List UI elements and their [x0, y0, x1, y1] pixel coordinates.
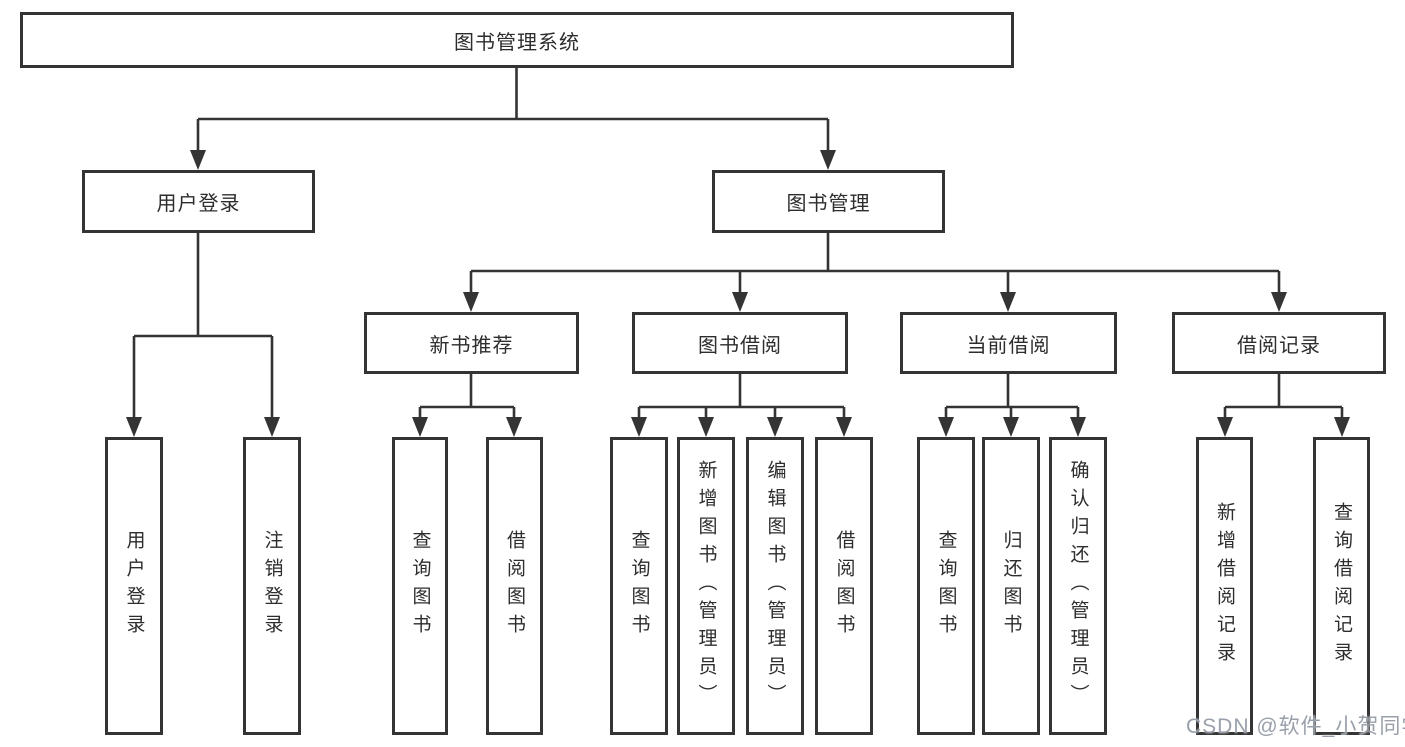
leaf-add-borrow-record: 新增借阅记录	[1196, 437, 1253, 735]
csdn-watermark: CSDN @软件_小贺同学	[1186, 715, 1405, 738]
node-label: 查询借阅记录	[1331, 502, 1352, 670]
leaf-return-books: 归还图书	[982, 437, 1040, 735]
leaf-query-borrow-record: 查询借阅记录	[1313, 437, 1370, 735]
node-book-borrowing: 图书借阅	[632, 312, 848, 374]
leaf-query-books-recommend: 查询图书	[392, 437, 448, 735]
arrow-down-icon	[767, 417, 783, 437]
node-label: 编辑图书（管理员）	[764, 460, 786, 712]
leaf-edit-books-admin: 编辑图书（管理员）	[746, 437, 804, 735]
leaf-confirm-return-admin: 确认归还（管理员）	[1049, 437, 1107, 735]
leaf-logout: 注销登录	[243, 437, 301, 735]
arrow-down-icon	[190, 150, 206, 170]
node-label: 查询图书	[935, 530, 957, 642]
node-label: 用户登录	[123, 530, 145, 642]
node-label: 注销登录	[261, 530, 283, 642]
leaf-add-books-admin: 新增图书（管理员）	[677, 437, 735, 735]
arrow-down-icon	[938, 417, 954, 437]
node-label: 查询图书	[409, 530, 431, 642]
arrow-down-icon	[412, 417, 428, 437]
arrow-down-icon	[506, 417, 522, 437]
arrow-down-icon	[1217, 417, 1233, 437]
node-label: 新增借阅记录	[1214, 502, 1235, 670]
leaf-user-login: 用户登录	[105, 437, 163, 735]
node-borrowing-records: 借阅记录	[1172, 312, 1386, 374]
node-label: 确认归还（管理员）	[1067, 460, 1089, 712]
arrow-down-icon	[1003, 417, 1019, 437]
arrow-down-icon	[836, 417, 852, 437]
arrow-down-icon	[126, 417, 142, 437]
node-label: 用户登录	[156, 193, 241, 215]
node-label: 图书借阅	[698, 334, 782, 357]
arrow-down-icon	[1070, 417, 1086, 437]
arrow-down-icon	[820, 150, 836, 170]
node-current-borrowing: 当前借阅	[900, 312, 1117, 374]
node-user-login: 用户登录	[82, 170, 315, 233]
arrow-down-icon	[1271, 292, 1287, 312]
node-label: 图书管理系统	[454, 31, 580, 54]
arrow-down-icon	[698, 417, 714, 437]
leaf-borrow-books-recommend: 借阅图书	[486, 437, 543, 735]
leaf-borrow-books: 借阅图书	[815, 437, 873, 735]
leaf-query-books-current: 查询图书	[917, 437, 975, 735]
arrow-down-icon	[732, 292, 748, 312]
node-label: 借阅记录	[1237, 334, 1321, 357]
node-label: 借阅图书	[504, 530, 525, 642]
node-label: 当前借阅	[966, 334, 1051, 357]
arrow-down-icon	[631, 417, 647, 437]
node-label: 借阅图书	[833, 530, 855, 642]
arrow-down-icon	[1000, 292, 1016, 312]
node-label: 新增图书（管理员）	[695, 460, 717, 712]
node-label: 查询图书	[628, 530, 650, 642]
arrow-down-icon	[1334, 417, 1350, 437]
arrow-down-icon	[463, 292, 479, 312]
node-new-book-recommendation: 新书推荐	[364, 312, 579, 374]
node-book-management: 图书管理	[712, 170, 945, 233]
leaf-query-books-borrow: 查询图书	[610, 437, 668, 735]
arrow-down-icon	[264, 417, 280, 437]
node-label: 归还图书	[1000, 530, 1022, 642]
node-library-system: 图书管理系统	[20, 12, 1014, 68]
node-label: 新书推荐	[429, 334, 514, 357]
node-label: 图书管理	[786, 193, 871, 215]
